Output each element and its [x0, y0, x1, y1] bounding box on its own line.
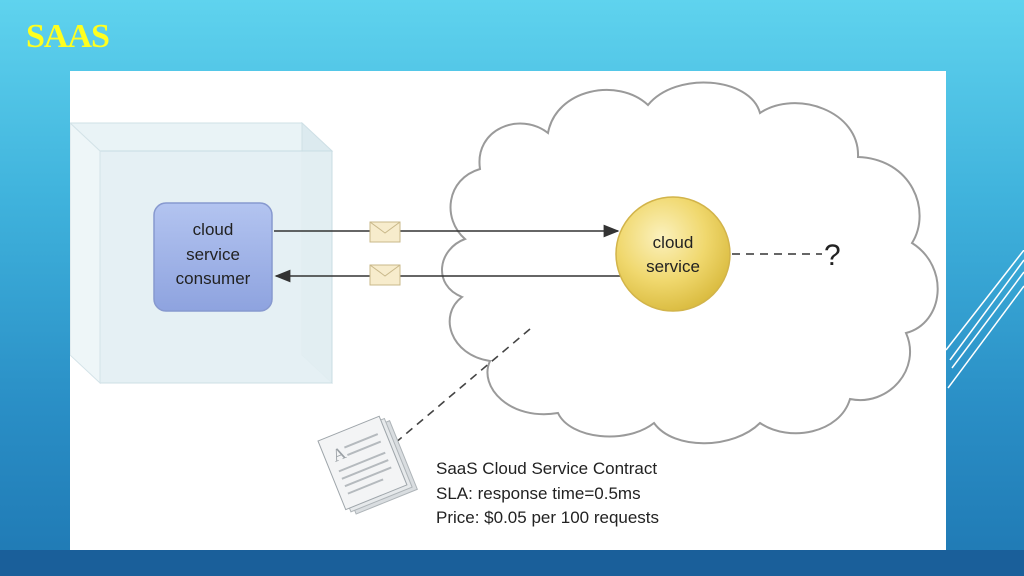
document-icon: A [317, 415, 418, 515]
consumer-label-line-2: service [186, 245, 240, 264]
cloud-service-consumer-box [153, 202, 273, 312]
cloud-service-circle [615, 196, 731, 312]
contract-link [387, 328, 531, 450]
consumer-organization-box [70, 121, 334, 385]
diagram-panel: cloud service consumer cloud service ? [70, 71, 946, 550]
question-mark: ? [824, 239, 841, 272]
contract-title: SaaS Cloud Service Contract [436, 459, 657, 478]
consumer-label-line-1: cloud [193, 220, 234, 239]
contract-sla: SLA: response time=0.5ms [436, 484, 641, 503]
envelope-icon [369, 221, 401, 243]
service-label-line-1: cloud [653, 233, 694, 252]
service-label-line-2: service [646, 257, 700, 276]
contract-price: Price: $0.05 per 100 requests [436, 508, 659, 527]
slide-title: SAAS [26, 18, 110, 55]
saas-diagram: cloud service consumer cloud service ? [70, 81, 939, 527]
bottom-bar [0, 550, 1024, 576]
consumer-label-line-3: consumer [176, 269, 251, 288]
envelope-icon [369, 264, 401, 286]
decorative-lines [945, 250, 1024, 389]
